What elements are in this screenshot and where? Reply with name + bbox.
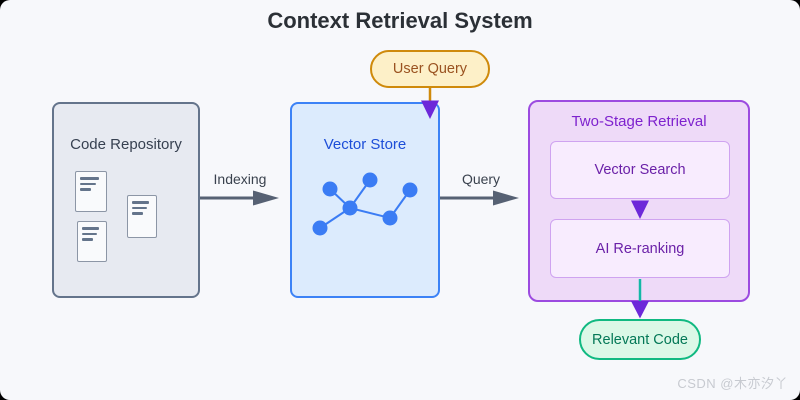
node-ai-reranking-label: AI Re-ranking (595, 240, 685, 257)
node-code-repository-label: Code Repository (70, 136, 182, 153)
node-user-query: User Query (370, 50, 490, 88)
node-vector-search-label: Vector Search (594, 162, 686, 178)
node-relevant-code: Relevant Code (579, 319, 701, 360)
document-icon (75, 171, 107, 212)
node-two-stage-retrieval: Two-Stage Retrieval Vector Search AI Re-… (528, 100, 750, 302)
arrowhead-icon (493, 190, 519, 206)
node-vector-search: Vector Search (550, 141, 730, 199)
document-icon (77, 221, 107, 262)
watermark: CSDN @木亦汐丫 (677, 376, 788, 391)
node-ai-reranking: AI Re-ranking (550, 219, 730, 278)
node-code-repository: Code Repository (52, 102, 200, 298)
arrowhead-icon (631, 301, 649, 319)
node-two-stage-retrieval-label: Two-Stage Retrieval (571, 113, 707, 130)
arrow-indexing (200, 190, 279, 206)
arrow-query (440, 190, 519, 206)
arrowhead-icon (253, 190, 279, 206)
edge-label-indexing: Indexing (213, 171, 267, 187)
node-vector-store-label: Vector Store (323, 136, 407, 153)
node-vector-store: Vector Store (290, 102, 440, 298)
diagram-title: Context Retrieval System (267, 8, 533, 33)
node-relevant-code-label: Relevant Code (592, 331, 688, 348)
node-user-query-label: User Query (392, 61, 468, 77)
document-icon (127, 195, 157, 238)
edge-label-query: Query (461, 171, 501, 187)
